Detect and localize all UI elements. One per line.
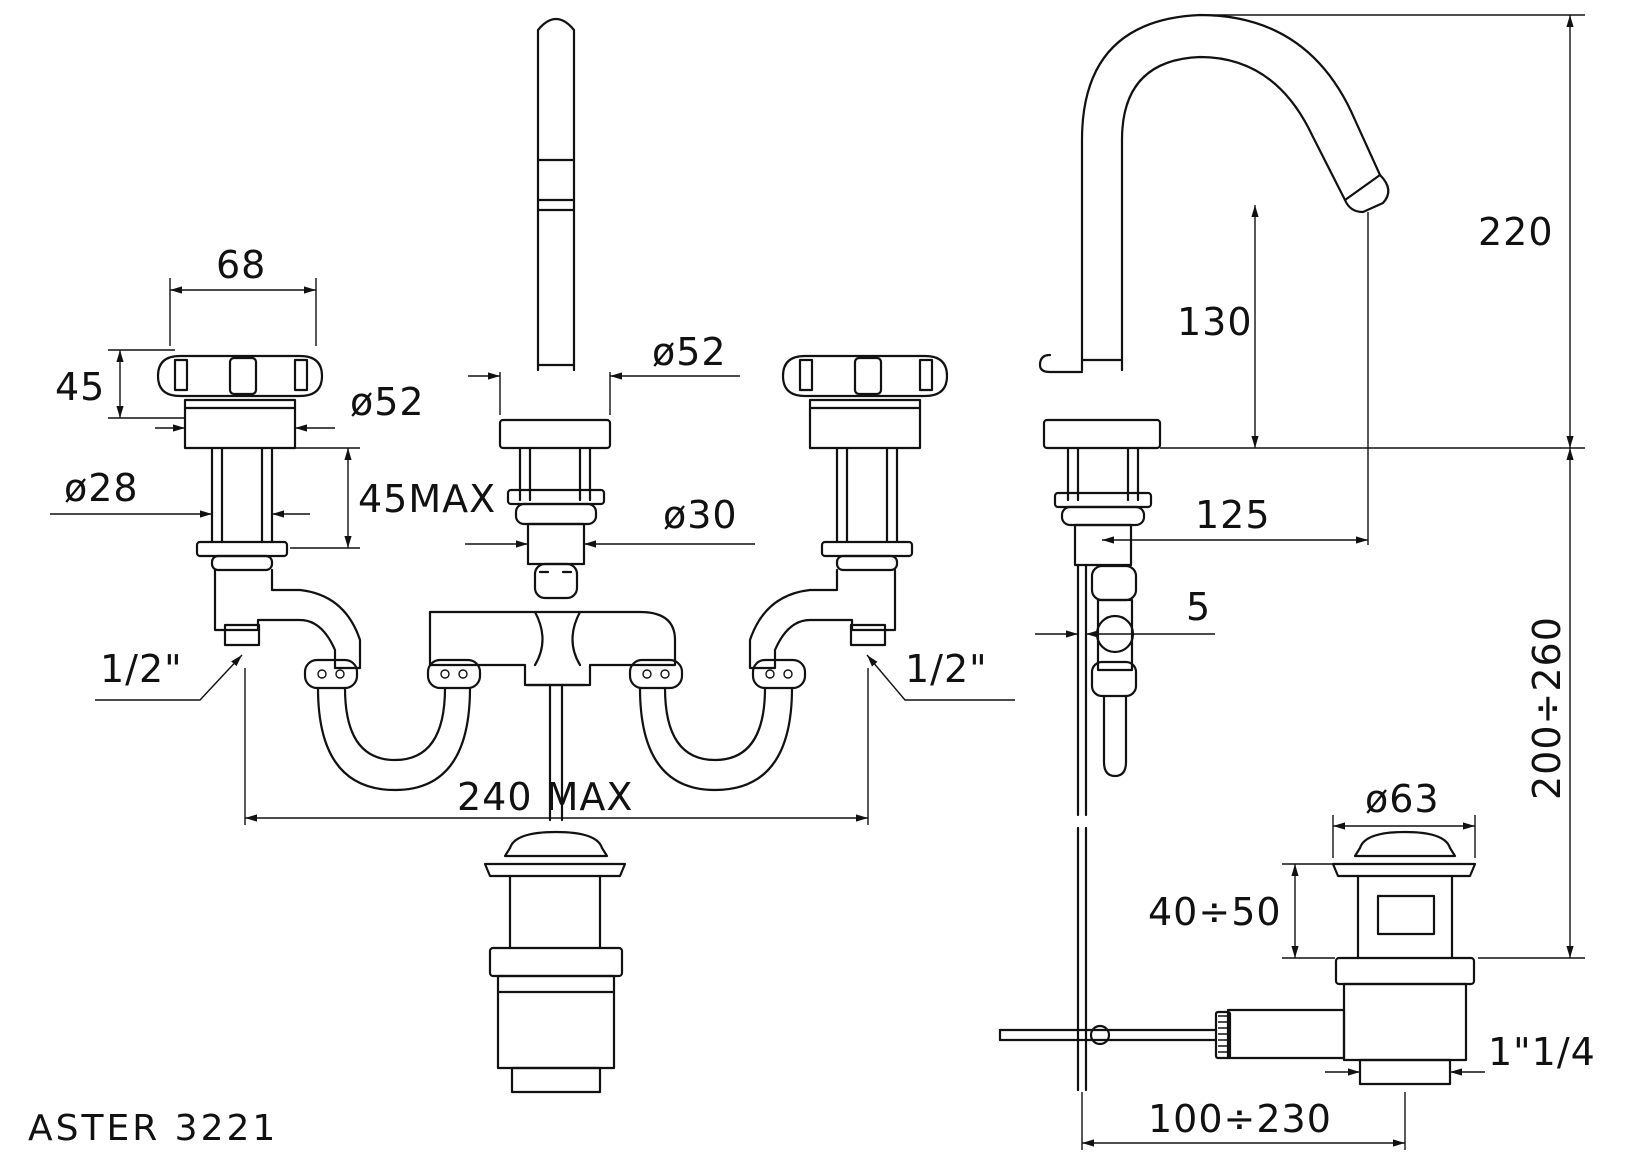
side-waste: [998, 830, 1477, 1086]
right-handle: [748, 354, 949, 690]
dim-install-height: 200÷260: [1525, 616, 1569, 800]
dim-spout-reach: 125: [1195, 493, 1271, 537]
dimension-labels: 68 45 ø52 ø28 45MAX ø52 ø30 1/2" 1/2" 24…: [28, 210, 1596, 1149]
dim-spout-clearance: 130: [1177, 300, 1253, 344]
dim-handle-width: 68: [216, 243, 266, 287]
dim-waste-thread: 1"1/4: [1488, 1030, 1596, 1074]
front-view: [50, 17, 1015, 1094]
mixer-body: [428, 610, 677, 822]
connection-hoses: [316, 658, 794, 792]
dim-waste-thickness: 40÷50: [1148, 890, 1282, 934]
front-dimensions: [50, 278, 1015, 825]
dim-handle-height: 45: [55, 365, 105, 409]
dim-waste-dia: ø63: [1365, 777, 1440, 821]
drawing-title: ASTER 3221: [28, 1108, 278, 1149]
dim-spout-base-dia: ø52: [652, 330, 727, 374]
side-spout: [1038, 13, 1390, 567]
side-body: [1076, 563, 1138, 1092]
dim-rod-length: 100÷230: [1148, 1097, 1332, 1141]
dim-shank-max: 45MAX: [358, 477, 496, 521]
dim-spout-shank-dia: ø30: [663, 493, 738, 537]
dim-shank-dia: ø28: [64, 466, 139, 510]
left-handle: [156, 354, 362, 690]
dim-total-height: 220: [1478, 210, 1554, 254]
center-spout: [498, 17, 612, 600]
dim-inlet-left: 1/2": [100, 647, 183, 691]
dim-spread: 240 MAX: [457, 775, 633, 819]
dim-inlet-right: 1/2": [905, 647, 988, 691]
side-view: [998, 13, 1585, 1150]
side-dimensions: [1035, 14, 1585, 1150]
dim-rod-dia: 5: [1186, 585, 1211, 629]
front-waste: [483, 830, 627, 1094]
dim-handle-base-dia: ø52: [350, 380, 425, 424]
